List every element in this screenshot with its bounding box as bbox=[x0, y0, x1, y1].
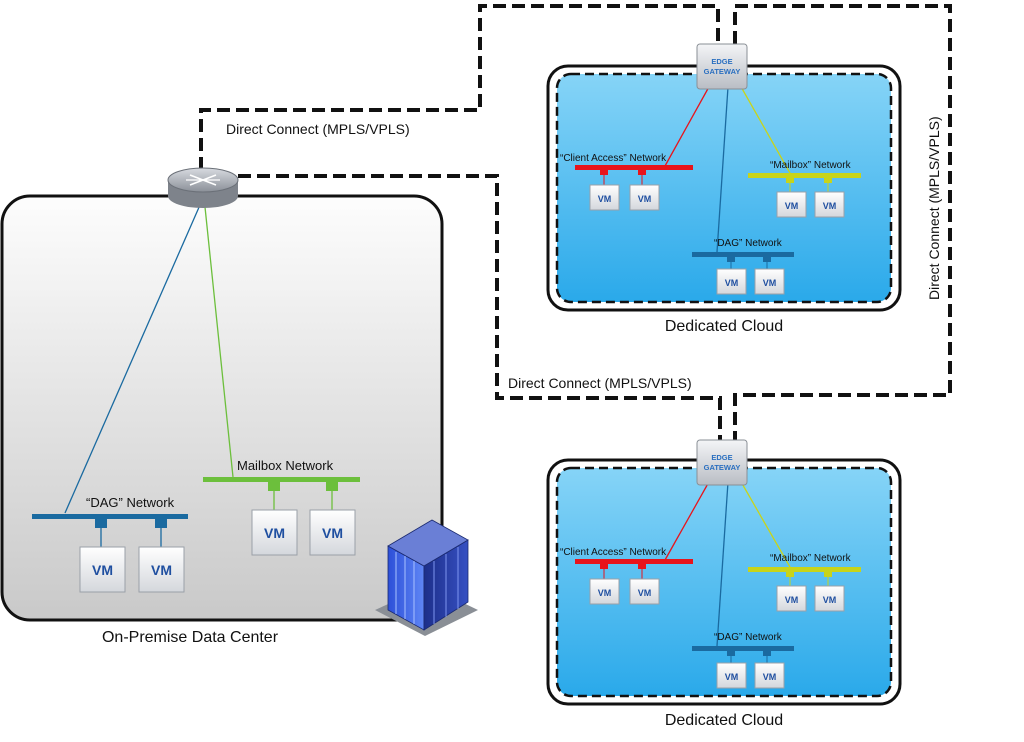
vm: VM bbox=[814, 191, 845, 218]
svg-text:VM: VM bbox=[322, 525, 343, 541]
svg-text:VM: VM bbox=[763, 672, 777, 682]
middle-direct-connect-label: Direct Connect (MPLS/VPLS) bbox=[508, 375, 692, 391]
vm: VM bbox=[754, 662, 785, 689]
svg-text:GATEWAY: GATEWAY bbox=[704, 67, 741, 76]
svg-text:VM: VM bbox=[823, 595, 837, 605]
cloud-bottom-mailbox-bar bbox=[748, 567, 861, 572]
right-direct-connect-label: Direct Connect (MPLS/VPLS) bbox=[926, 116, 942, 300]
cloud-bottom-title: Dedicated Cloud bbox=[665, 712, 783, 729]
middle-direct-connect-path bbox=[238, 174, 722, 440]
svg-text:GATEWAY: GATEWAY bbox=[704, 463, 741, 472]
vm: VM bbox=[629, 578, 660, 605]
cloud-top-inner-area bbox=[555, 72, 893, 304]
edge-gateway-icon: EDGE GATEWAY bbox=[696, 43, 748, 90]
svg-text:VM: VM bbox=[264, 525, 285, 541]
cloud-top-dag-bar bbox=[692, 252, 794, 257]
svg-text:VM: VM bbox=[92, 562, 113, 578]
cloud-bottom-client-access-label: “Client Access” Network bbox=[560, 547, 667, 558]
cloud-top-client-access-label: “Client Access” Network bbox=[560, 153, 667, 164]
svg-text:VM: VM bbox=[598, 194, 612, 204]
cloud-bottom-mailbox-label: “Mailbox” Network bbox=[770, 553, 852, 564]
svg-text:VM: VM bbox=[151, 562, 172, 578]
vm: VM bbox=[716, 268, 747, 295]
right-direct-connect-path-top bbox=[733, 4, 952, 440]
vm: VM bbox=[251, 509, 298, 556]
cloud-bottom-dag-label: “DAG” Network bbox=[714, 632, 783, 643]
vm: VM bbox=[79, 546, 126, 593]
cloud-top-mailbox-bar bbox=[748, 173, 861, 178]
vm: VM bbox=[309, 509, 356, 556]
cloud-top-client-access-bar bbox=[575, 165, 693, 170]
onprem-dag-network-bar bbox=[32, 514, 188, 519]
svg-text:EDGE: EDGE bbox=[711, 57, 732, 66]
vm: VM bbox=[776, 585, 807, 612]
vm: VM bbox=[814, 585, 845, 612]
office-building-icon bbox=[375, 519, 478, 636]
vm: VM bbox=[589, 578, 620, 605]
cloud-bottom-dag-bar bbox=[692, 646, 794, 651]
svg-text:VM: VM bbox=[598, 588, 612, 598]
onprem-mailbox-network-label: Mailbox Network bbox=[237, 458, 334, 473]
direct-connect-links bbox=[199, 4, 952, 440]
svg-text:VM: VM bbox=[725, 278, 739, 288]
cloud-top-mailbox-label: “Mailbox” Network bbox=[770, 160, 852, 171]
cloud-top-title: Dedicated Cloud bbox=[665, 318, 783, 335]
svg-text:VM: VM bbox=[763, 278, 777, 288]
vm: VM bbox=[776, 191, 807, 218]
svg-text:VM: VM bbox=[725, 672, 739, 682]
on-premise-title: On-Premise Data Center bbox=[102, 629, 279, 646]
onprem-dag-network-label: “DAG” Network bbox=[86, 495, 175, 510]
top-direct-connect-label: Direct Connect (MPLS/VPLS) bbox=[226, 121, 410, 137]
onprem-mailbox-network-bar bbox=[203, 477, 360, 482]
svg-text:VM: VM bbox=[638, 194, 652, 204]
svg-text:VM: VM bbox=[785, 595, 799, 605]
svg-text:EDGE: EDGE bbox=[711, 453, 732, 462]
cloud-top-dag-label: “DAG” Network bbox=[714, 238, 783, 249]
vm: VM bbox=[716, 662, 747, 689]
router-to-dag-link bbox=[64, 204, 201, 514]
vm: VM bbox=[589, 184, 620, 211]
cloud-bottom-inner-area bbox=[555, 466, 893, 698]
on-premise-data-center: On-Premise Data Center “DAG” Network VM … bbox=[0, 194, 478, 646]
router-icon bbox=[167, 167, 239, 208]
svg-text:VM: VM bbox=[785, 201, 799, 211]
svg-text:VM: VM bbox=[823, 201, 837, 211]
vm: VM bbox=[138, 546, 185, 593]
svg-text:VM: VM bbox=[638, 588, 652, 598]
dedicated-cloud-top: Dedicated Cloud EDGE GATEWAY “Client Acc… bbox=[546, 43, 902, 335]
on-premise-boundary bbox=[0, 194, 444, 622]
top-direct-connect-path bbox=[199, 4, 720, 170]
dedicated-cloud-bottom: Dedicated Cloud EDGE GATEWAY “Client Acc… bbox=[546, 439, 902, 729]
edge-gateway-icon: EDGE GATEWAY bbox=[696, 439, 748, 486]
vm: VM bbox=[754, 268, 785, 295]
router-to-mailbox-link bbox=[204, 206, 234, 478]
vm: VM bbox=[629, 184, 660, 211]
cloud-bottom-client-access-bar bbox=[575, 559, 693, 564]
